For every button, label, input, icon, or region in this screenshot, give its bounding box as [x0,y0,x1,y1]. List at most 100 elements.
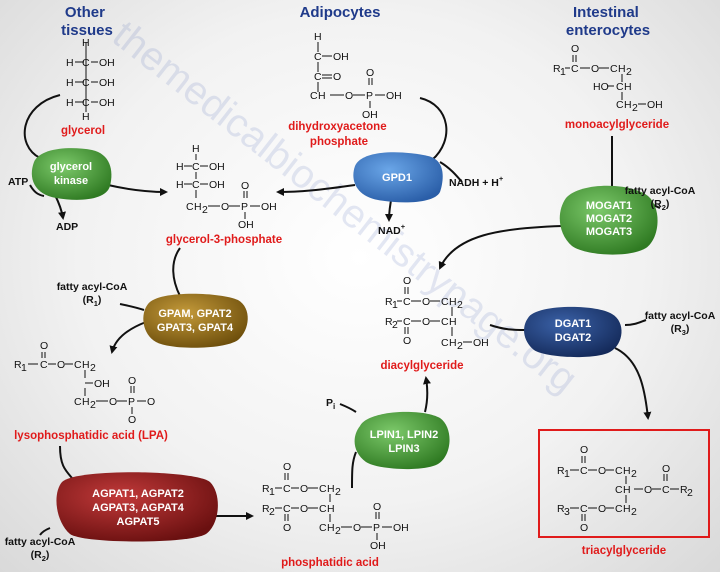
svg-text:O: O [300,483,308,495]
svg-text:C: C [319,522,327,534]
svg-text:C: C [319,483,327,495]
svg-text:(R2): (R2) [31,549,50,563]
svg-text:H: H [314,31,322,43]
svg-text:2: 2 [631,468,637,480]
arrow-acyl-r1-gpam [119,303,145,311]
svg-text:R: R [385,296,393,308]
svg-text:O: O [403,335,411,347]
svg-text:O: O [353,522,361,534]
svg-text:H: H [618,63,626,75]
svg-text:P: P [241,201,248,213]
cofactor-fatty-acyl-coa-r2-agpat: fatty acyl-CoA (R2) [5,536,76,563]
svg-text:O: O [598,465,606,477]
svg-text:C: C [283,503,291,515]
cofactor-fatty-acyl-coa-r1-gpam: fatty acyl-CoA (R1) [57,281,128,308]
svg-text:O: O [283,461,291,473]
svg-text:C: C [615,503,623,515]
svg-text:H: H [194,201,202,213]
cofactor-fatty-acyl-coa-r3-dgat: fatty acyl-CoA (R3) [645,310,716,337]
svg-text:H: H [327,483,335,495]
svg-text:O: O [598,503,606,515]
svg-text:O: O [580,522,588,534]
svg-text:H: H [66,57,74,69]
svg-text:H: H [449,337,457,349]
arrow-lpin-to-dag [423,376,431,413]
enzyme-gpd1[interactable]: GPD1 [353,152,443,203]
svg-text:C: C [580,465,588,477]
svg-text:H: H [449,296,457,308]
triacylglyceride-highlight-box [538,429,710,538]
svg-text:H: H [327,522,335,534]
cofactor-nad: NAD+ [378,222,406,237]
svg-text:C: C [82,77,90,89]
svg-text:R: R [557,503,565,515]
svg-text:R: R [680,484,688,496]
svg-text:fatty acyl-CoA: fatty acyl-CoA [625,185,696,197]
svg-text:fatty acyl-CoA: fatty acyl-CoA [57,281,128,293]
svg-text:O: O [40,340,48,352]
svg-text:R: R [14,359,22,371]
svg-text:C: C [571,63,579,75]
arrow-dgat-to-tag [614,347,652,420]
svg-text:H: H [66,97,74,109]
arrow-kinase-to-g3p [107,184,168,196]
arrow-nadh-in [439,161,463,183]
label-diacylglyceride: diacylglyceride [380,360,463,372]
svg-text:H: H [318,90,326,102]
svg-text:2: 2 [90,399,96,411]
arrow-acyl-r3-dgat [624,319,647,326]
svg-text:O: O [333,71,341,83]
svg-text:O: O [422,296,430,308]
svg-text:C: C [610,63,618,75]
header-intestinal-enterocytes: Intestinal enterocytes [566,4,650,39]
svg-text:R: R [557,465,565,477]
svg-text:H: H [623,484,631,496]
label-phosphatidic-acid: phosphatidic acid [281,557,379,569]
svg-text:H: H [82,37,90,49]
svg-text:OH: OH [209,179,225,191]
svg-text:C: C [192,161,200,173]
svg-text:O: O [147,396,155,408]
cofactor-fatty-acyl-coa-r2-mogat: fatty acyl-CoA (R2) [625,185,696,212]
label-lpa: lysophosphatidic acid (LPA) [14,430,168,442]
svg-text:O: O [662,463,670,475]
svg-text:2: 2 [90,362,96,374]
arrow-mogat-to-dag [438,225,563,270]
cofactor-nadh: NADH + H+ [449,174,504,189]
svg-text:C: C [615,484,623,496]
svg-text:OH: OH [362,109,378,121]
svg-text:C: C [615,465,623,477]
label-g3p: glycerol-3-phosphate [166,234,282,246]
svg-text:R: R [262,503,270,515]
svg-text:(R2): (R2) [651,198,670,212]
svg-text:O: O [591,63,599,75]
arrow-acyl-r2-agpat [39,527,51,536]
svg-text:O: O [345,90,353,102]
svg-text:OH: OH [393,522,409,534]
cofactor-atp: ATP [8,176,28,188]
svg-text:(R1): (R1) [83,294,102,308]
svg-text:O: O [422,316,430,328]
svg-text:C: C [616,81,624,93]
svg-text:2: 2 [631,506,637,518]
svg-text:H: H [624,81,632,93]
dhap-structure: H C OH C O C H O P O OH OH [310,31,402,121]
svg-text:1: 1 [21,362,27,374]
svg-text:H: H [449,316,457,328]
svg-text:C: C [283,483,291,495]
svg-text:C: C [319,503,327,515]
svg-text:H: H [623,465,631,477]
svg-text:C: C [40,359,48,371]
